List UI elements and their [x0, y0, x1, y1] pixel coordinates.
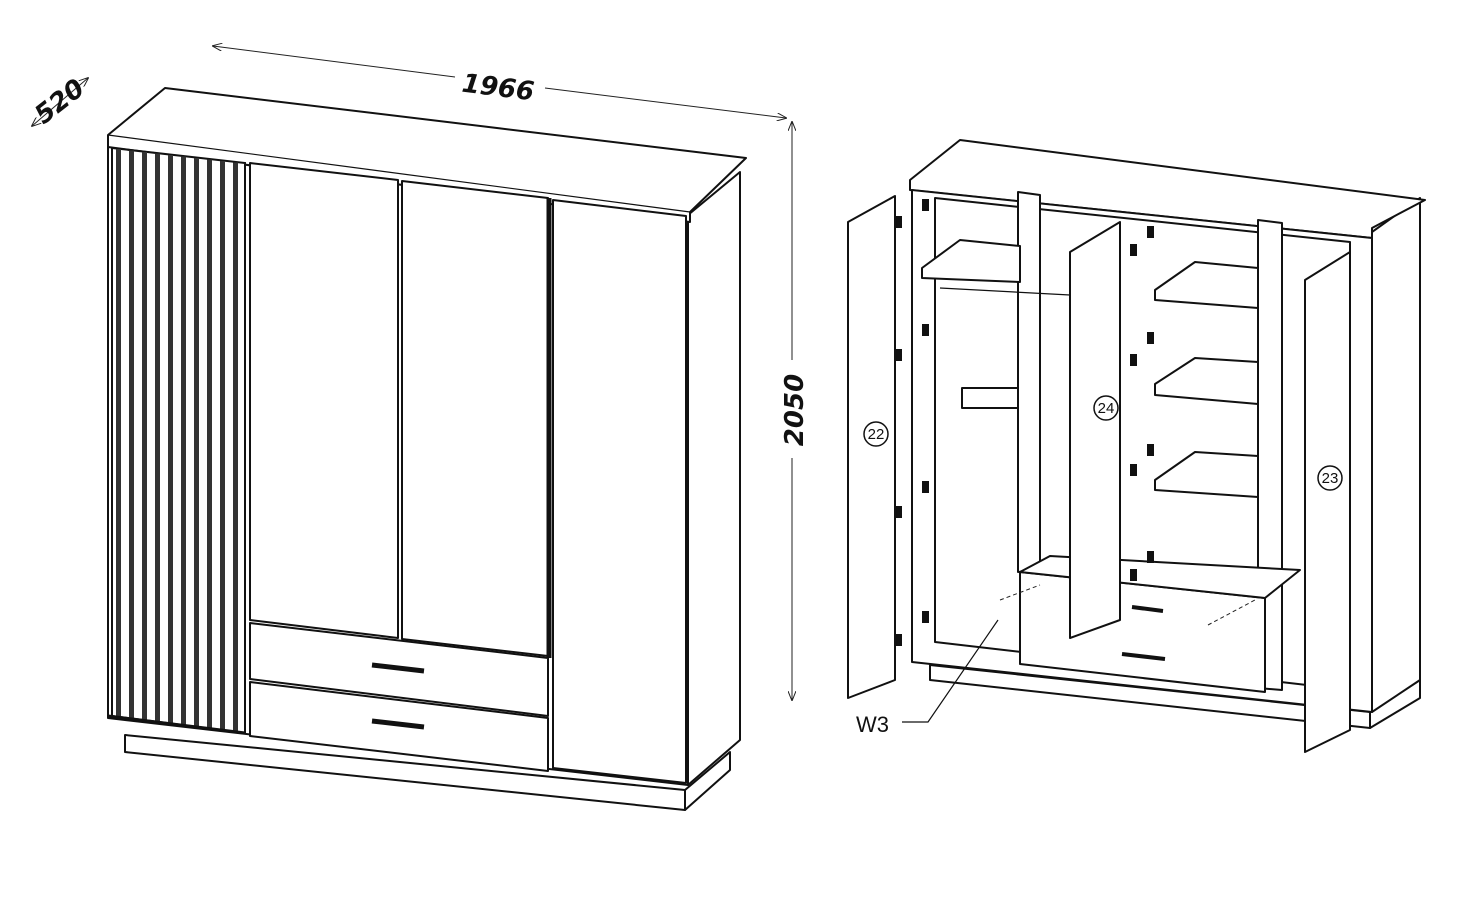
part-label-22: 22 [863, 421, 889, 447]
hinge-icon [1147, 444, 1154, 456]
slat [116, 149, 121, 717]
svg-text:W3: W3 [856, 712, 889, 737]
dimension-depth: 520 [29, 73, 90, 130]
svg-text:24: 24 [1098, 400, 1115, 417]
hinge-icon [922, 481, 929, 493]
hinge-icon [1130, 464, 1137, 476]
hinge-icon [1130, 244, 1137, 256]
slat [220, 161, 225, 731]
door-23 [1304, 251, 1351, 753]
svg-text:23: 23 [1322, 470, 1339, 487]
top-panel [909, 139, 1426, 239]
slat [142, 152, 147, 721]
side-panel [687, 171, 741, 786]
svg-text:22: 22 [868, 426, 885, 443]
slat [181, 156, 186, 726]
drawer-handle [371, 718, 425, 730]
slat [233, 162, 238, 733]
hinge-icon [922, 611, 929, 623]
part-label-24: 24 [1093, 395, 1119, 421]
hinge-icon [895, 506, 902, 518]
part-label-23: 23 [1317, 465, 1343, 491]
hinge-icon [895, 634, 902, 646]
closed-wardrobe [107, 87, 747, 811]
slat [207, 159, 212, 729]
hinge-icon [1147, 551, 1154, 563]
dimension-height: 2050 [780, 122, 810, 700]
hinge-icon [895, 349, 902, 361]
door-24 [1069, 221, 1121, 639]
height-label: 2050 [780, 374, 810, 446]
slat [155, 153, 160, 723]
slat [168, 155, 173, 724]
depth-label: 520 [29, 73, 90, 130]
fitting-label-w3: W3 [856, 619, 999, 737]
hinge-icon [1130, 354, 1137, 366]
drawer-handle [371, 662, 425, 674]
open-wardrobe: 22 24 23 W3 [847, 139, 1426, 753]
hinge-icon [895, 216, 902, 228]
side-panel [1371, 197, 1421, 713]
door-right [552, 199, 687, 784]
width-label: 1966 [460, 69, 535, 108]
hinge-icon [1130, 569, 1137, 581]
hinge-icon [922, 199, 929, 211]
hinge-icon [1147, 332, 1154, 344]
hinge-icon [922, 324, 929, 336]
hinge-icon [1147, 226, 1154, 238]
slat-panel [111, 146, 246, 735]
slat [194, 158, 199, 728]
slat [129, 150, 134, 719]
door-22 [847, 195, 896, 699]
door-left-center [249, 162, 399, 639]
